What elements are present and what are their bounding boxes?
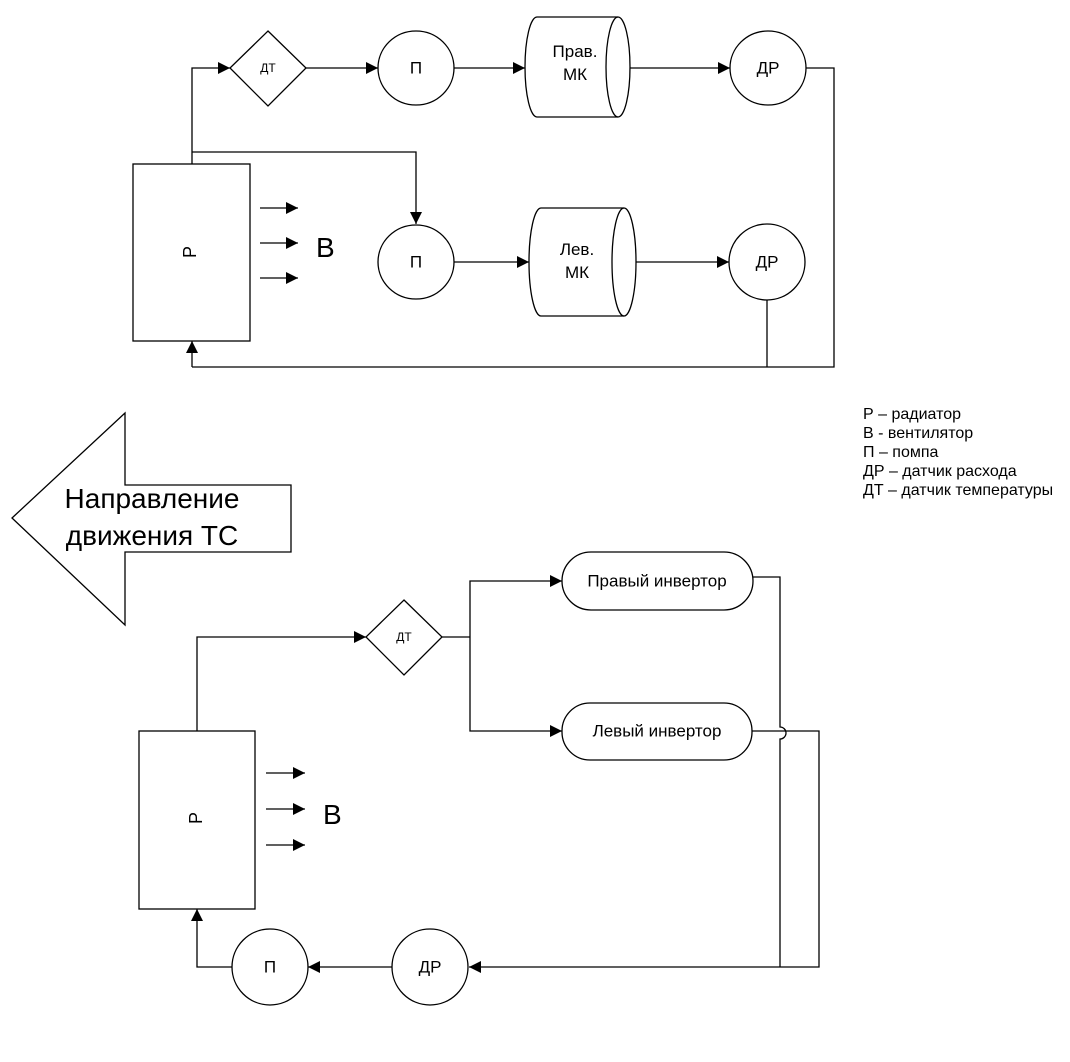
top-pump-right: [377, 30, 455, 106]
legend-item-temp-sensor: ДТ – датчик температуры: [863, 482, 1054, 499]
bottom-line-to-left-inverter: [469, 637, 562, 737]
top-flow-sensor-right-label: ДР: [757, 58, 780, 77]
bottom-line-pump-to-radiator: [191, 909, 232, 968]
top-motor-right-line2: МК: [563, 65, 587, 84]
top-radiator-label: Р: [180, 246, 200, 258]
bottom-fan-label: В: [323, 799, 342, 830]
bottom-line-left-inverter-return: [752, 730, 820, 968]
top-motor-left-line2: МК: [565, 263, 589, 282]
legend-item-radiator: Р – радиатор: [863, 406, 962, 423]
bottom-radiator-box: [138, 730, 256, 910]
bottom-inverter-left-label: Левый инвертор: [593, 721, 722, 740]
top-motor-right-line1: Прав.: [553, 42, 598, 61]
bottom-flow-sensor-label: ДР: [419, 957, 442, 976]
bottom-circuit: Р В ДТ Правый инвертор Левый инвертор ДР…: [138, 551, 820, 1006]
bottom-pump-label: П: [264, 957, 276, 976]
top-temp-sensor: [229, 30, 307, 107]
direction-arrow-line1: Направление: [65, 483, 240, 514]
bottom-radiator-label: Р: [186, 812, 206, 824]
top-line-radiator-to-dt: [191, 62, 230, 164]
legend: Р – радиатор В - вентилятор П – помпа ДР…: [863, 405, 1068, 500]
direction-arrow-shape: [11, 411, 292, 627]
top-radiator-box: [132, 163, 251, 342]
top-line-flow-right-return: [192, 67, 835, 368]
top-circuit: Р В ДТ П П Прав. МК Лев. МК ДР ДР: [132, 16, 835, 368]
top-flow-sensor-left-label: ДР: [756, 252, 779, 271]
bottom-temp-sensor: [365, 599, 443, 676]
top-temp-sensor-label: ДТ: [260, 61, 276, 75]
top-line-branch-to-left-pump: [192, 151, 422, 224]
direction-arrow: Направление движения ТС: [11, 411, 292, 627]
top-motor-left-line1: Лев.: [560, 240, 594, 259]
top-pump-right-label: П: [410, 58, 422, 77]
bottom-line-radiator-to-dt: [196, 631, 366, 731]
bottom-line-to-right-inverter: [469, 575, 562, 637]
top-flow-sensor-left: [728, 223, 806, 301]
top-motor-left: [528, 207, 637, 317]
legend-item-flow-sensor: ДР – датчик расхода: [863, 463, 1017, 480]
bottom-temp-sensor-label: ДТ: [396, 630, 412, 644]
top-motor-left-edge: [611, 207, 625, 317]
direction-arrow-line2: движения ТС: [66, 520, 239, 551]
top-pump-left: [377, 224, 455, 300]
bottom-flow-sensor: [391, 928, 469, 1006]
top-pump-left-label: П: [410, 252, 422, 271]
top-flow-sensor-right: [729, 30, 807, 106]
legend-item-pump: П – помпа: [863, 444, 939, 461]
top-fan-label: В: [316, 232, 335, 263]
bottom-line-right-inverter-return: [753, 576, 787, 967]
bottom-inverter-right: [561, 551, 754, 611]
bottom-inverter-right-label: Правый инвертор: [587, 571, 726, 590]
legend-item-fan: В - вентилятор: [863, 425, 974, 442]
bottom-pump: [231, 928, 309, 1006]
bottom-inverter-left: [561, 702, 753, 761]
top-motor-right-edge: [605, 16, 619, 118]
